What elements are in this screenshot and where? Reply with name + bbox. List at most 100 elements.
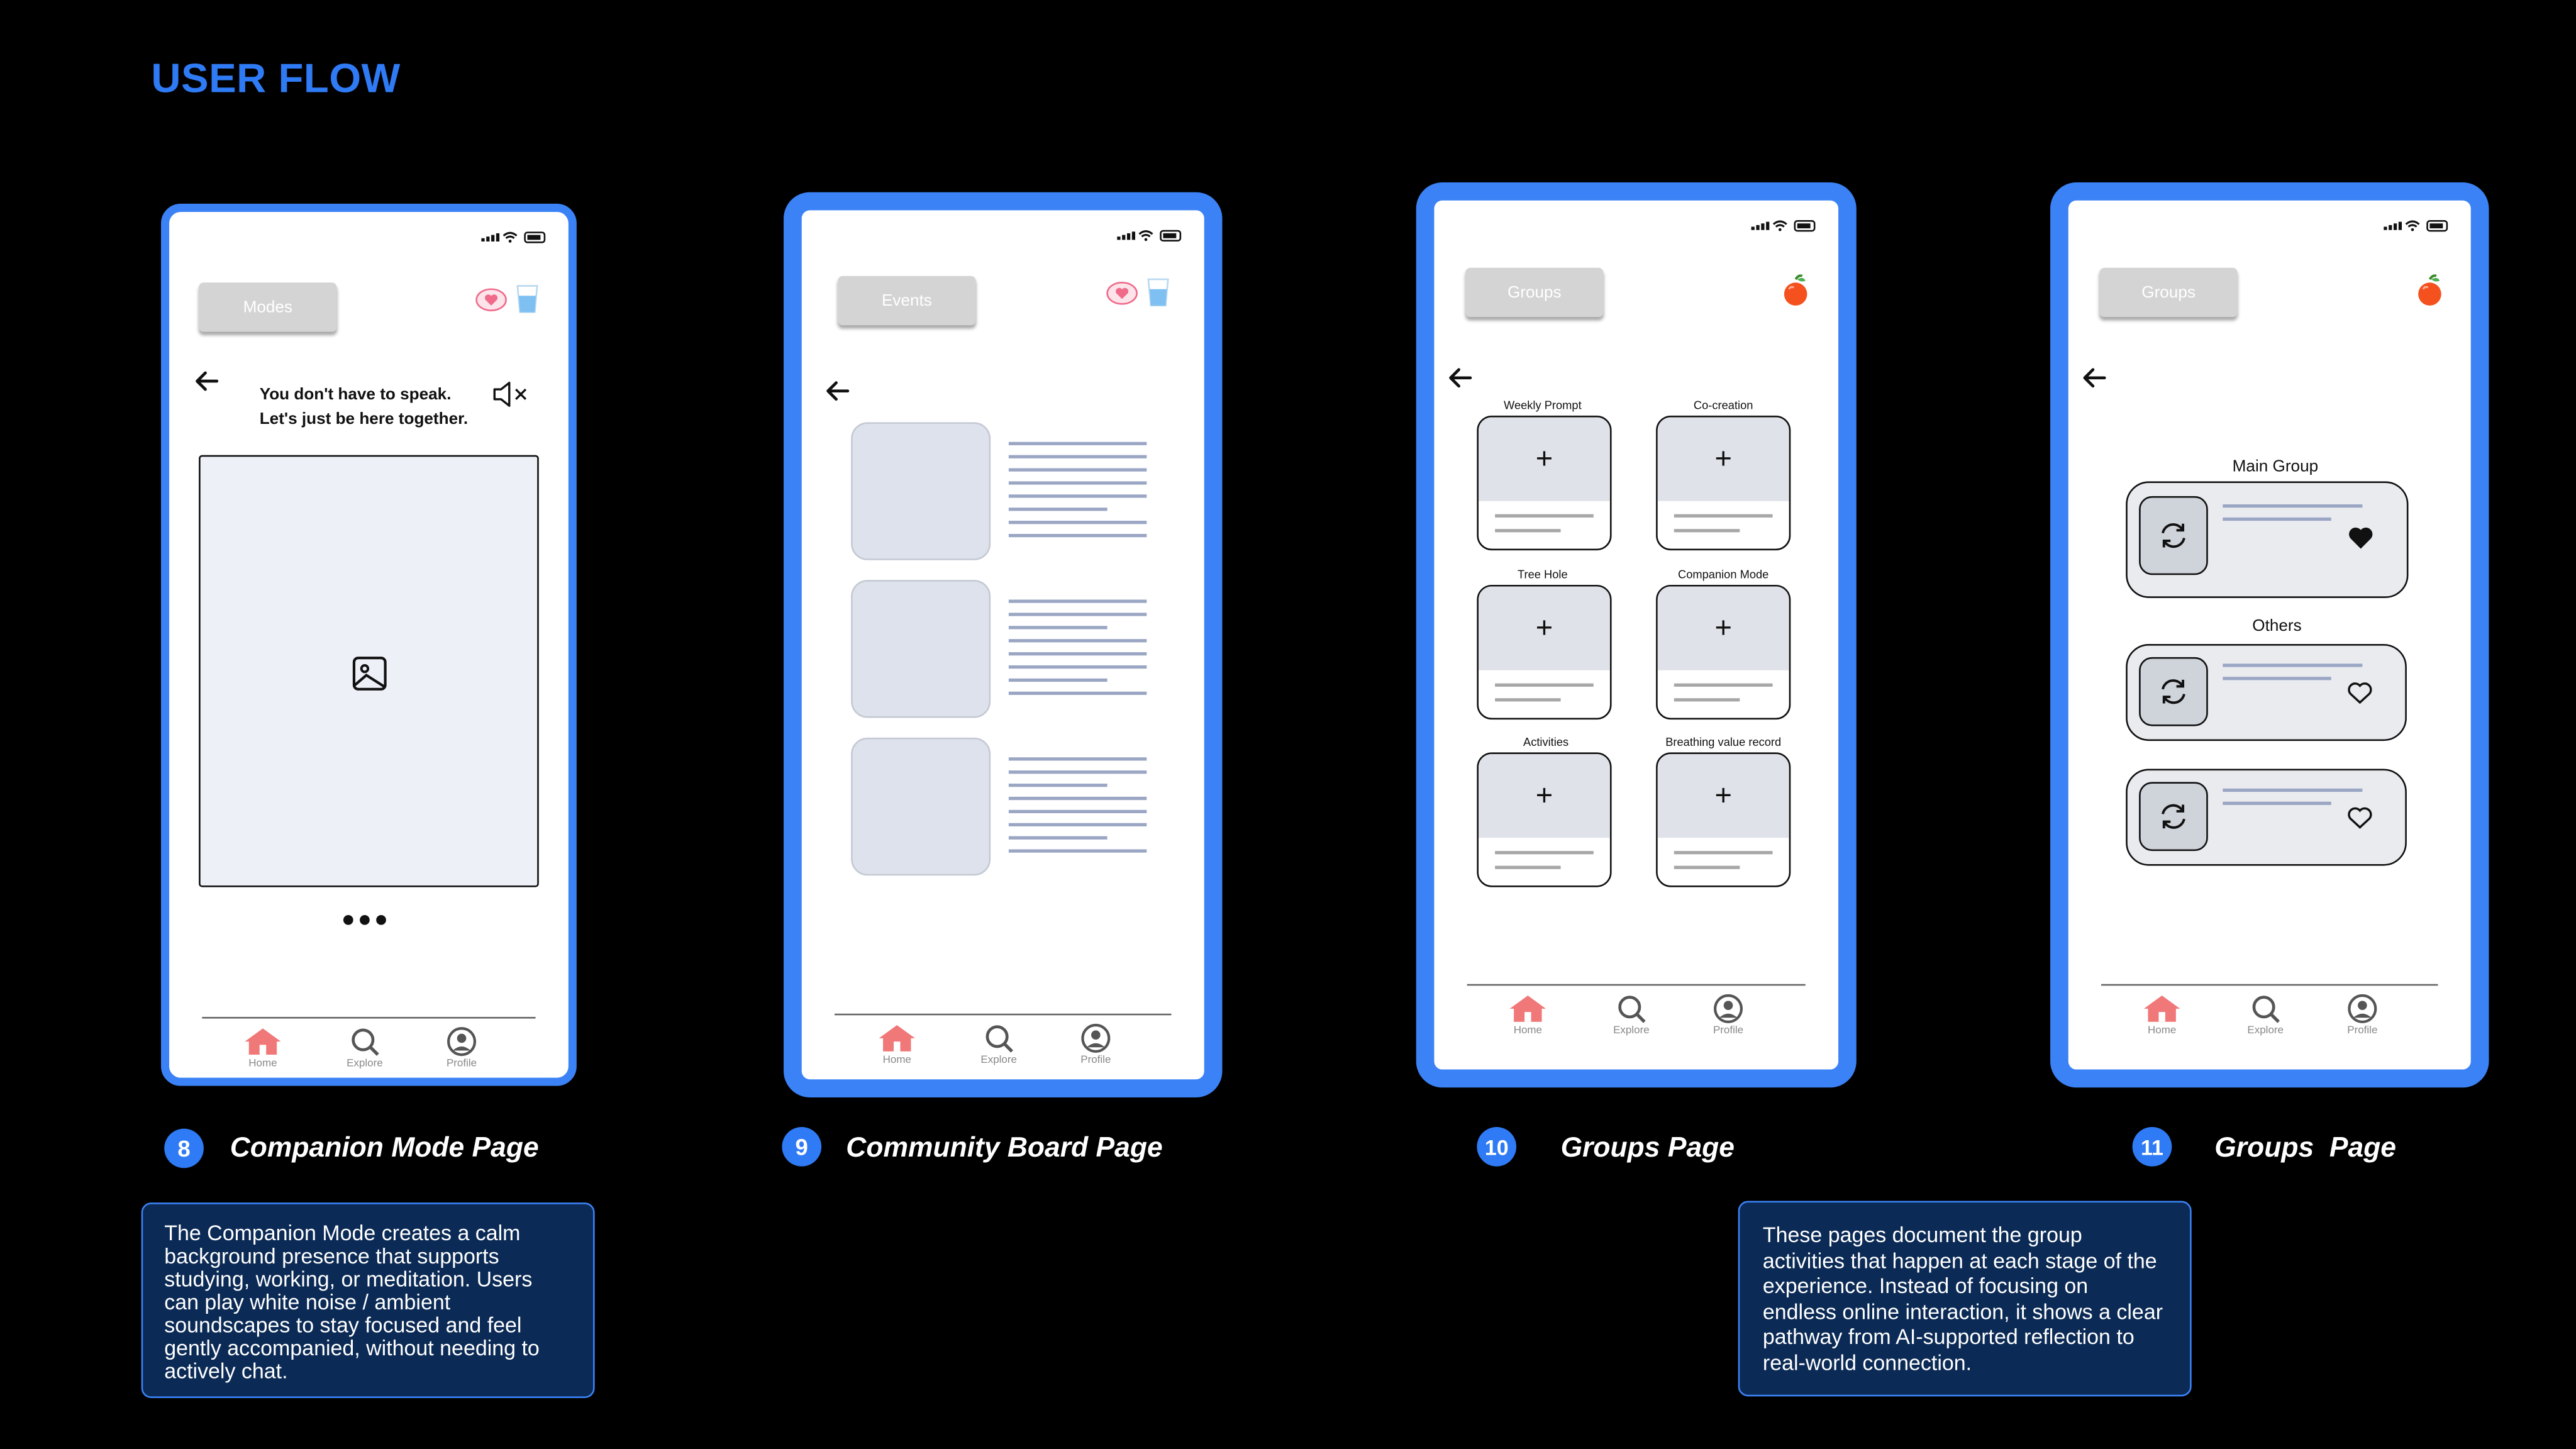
- nav-profile[interactable]: Profile: [2329, 994, 2395, 1036]
- nav-explore[interactable]: Explore: [2233, 994, 2298, 1036]
- signal-icon: [1117, 231, 1136, 240]
- search-icon: [1618, 996, 1646, 1023]
- signal-icon: [1751, 221, 1770, 230]
- phone-community-board: Events Home Explore Profile: [784, 192, 1223, 1097]
- card-label-co-creation: Co-creation: [1693, 401, 1753, 413]
- water-glass-icon[interactable]: [516, 284, 539, 314]
- step-title-groups: Groups Page: [1560, 1131, 1735, 1163]
- groups-chip[interactable]: Groups: [2099, 267, 2238, 318]
- companion-description: The Companion Mode creates a calm backgr…: [141, 1202, 595, 1398]
- sync-icon: [2162, 679, 2185, 704]
- nav-explore[interactable]: Explore: [332, 1027, 397, 1070]
- nav-home-label: Home: [2148, 1025, 2177, 1037]
- back-arrow-icon[interactable]: [194, 368, 220, 394]
- image-icon: [352, 657, 387, 691]
- event-image-1[interactable]: [851, 422, 991, 560]
- wifi-icon: [502, 231, 518, 243]
- step-title-groups-2: Groups Page: [2214, 1131, 2396, 1163]
- other-group-card-1[interactable]: [2126, 643, 2407, 741]
- mute-icon[interactable]: [491, 379, 531, 409]
- nav-profile[interactable]: Profile: [1063, 1023, 1128, 1066]
- heart-chat-icon[interactable]: [1106, 281, 1138, 308]
- groups-chip[interactable]: Groups: [1465, 267, 1604, 318]
- nav-divider: [834, 1013, 1172, 1016]
- back-arrow-icon[interactable]: [1447, 365, 1474, 391]
- groups-description: These pages document the group activitie…: [1738, 1201, 2192, 1397]
- heart-outline-icon[interactable]: [2348, 682, 2372, 705]
- signal-icon: [481, 233, 500, 242]
- event-text-3: [1008, 757, 1147, 862]
- nav-home-label: Home: [882, 1055, 911, 1067]
- companion-message: You don't have to speak. Let's just be h…: [260, 383, 468, 432]
- wifi-icon: [1138, 230, 1153, 242]
- media-placeholder[interactable]: [199, 455, 539, 887]
- nav-profile[interactable]: Profile: [1696, 994, 1761, 1036]
- nav-home[interactable]: Home: [864, 1023, 930, 1066]
- card-weekly-prompt[interactable]: +: [1477, 415, 1612, 551]
- nav-home[interactable]: Home: [1495, 994, 1560, 1036]
- nav-explore-label: Explore: [347, 1058, 383, 1070]
- plus-icon: +: [1478, 586, 1610, 670]
- apple-icon[interactable]: [1781, 274, 1811, 307]
- status-bar: [481, 231, 546, 243]
- home-icon: [2143, 995, 2180, 1022]
- profile-icon: [2348, 994, 2377, 1023]
- home-icon: [245, 1028, 281, 1055]
- nav-divider: [2101, 984, 2438, 986]
- search-icon: [352, 1028, 379, 1056]
- card-label-weekly-prompt: Weekly Prompt: [1504, 401, 1582, 413]
- sync-icon-container: [2139, 496, 2208, 575]
- card-label-breathing-value-record: Breathing value record: [1665, 737, 1782, 750]
- back-arrow-icon[interactable]: [824, 378, 851, 404]
- step-badge-10: 10: [1477, 1126, 1517, 1167]
- sync-icon: [2162, 804, 2185, 829]
- event-image-2[interactable]: [851, 580, 991, 718]
- other-group-card-2[interactable]: [2126, 769, 2407, 866]
- nav-profile[interactable]: Profile: [429, 1027, 494, 1070]
- more-dots-icon[interactable]: [343, 914, 386, 925]
- event-text-1: [1008, 441, 1147, 547]
- sync-icon: [2162, 523, 2185, 548]
- heart-outline-icon[interactable]: [2348, 807, 2372, 830]
- message-line-2: Let's just be here together.: [259, 411, 469, 429]
- nav-home-label: Home: [248, 1058, 277, 1070]
- heart-chat-icon[interactable]: [475, 287, 508, 314]
- card-breathing-value-record[interactable]: +: [1656, 752, 1791, 887]
- apple-icon[interactable]: [2415, 274, 2445, 307]
- nav-profile-label: Profile: [2347, 1025, 2378, 1037]
- profile-icon: [1081, 1023, 1111, 1053]
- card-co-creation[interactable]: +: [1656, 415, 1791, 551]
- nav-home[interactable]: Home: [230, 1027, 296, 1070]
- events-chip[interactable]: Events: [838, 275, 976, 326]
- nav-profile-label: Profile: [1713, 1025, 1744, 1037]
- battery-icon: [1794, 220, 1816, 232]
- step-badge-8: 8: [164, 1128, 204, 1169]
- status-bar: [1751, 220, 1816, 232]
- nav-divider: [202, 1016, 536, 1019]
- battery-icon: [1160, 230, 1182, 242]
- plus-icon: +: [1478, 753, 1610, 838]
- event-image-3[interactable]: [851, 737, 991, 876]
- water-glass-icon[interactable]: [1146, 277, 1170, 307]
- nav-home[interactable]: Home: [2129, 994, 2194, 1036]
- card-activities[interactable]: +: [1477, 752, 1612, 887]
- nav-profile-label: Profile: [1080, 1055, 1111, 1067]
- main-group-label: Main Group: [2232, 458, 2319, 477]
- card-companion-mode[interactable]: +: [1656, 584, 1791, 720]
- back-arrow-icon[interactable]: [2082, 365, 2108, 391]
- plus-icon: +: [1657, 753, 1789, 838]
- heart-filled-icon[interactable]: [2348, 526, 2374, 550]
- phone-companion-mode: Modes You don't have to speak. Let's jus…: [160, 203, 577, 1086]
- phone-groups-list: Groups Main Group Others Home: [2050, 182, 2489, 1088]
- phone-groups: Groups Weekly Prompt + Co-creation + Tre…: [1416, 182, 1857, 1088]
- profile-icon: [447, 1027, 477, 1057]
- nav-explore[interactable]: Explore: [1599, 994, 1664, 1036]
- nav-divider: [1467, 984, 1806, 986]
- card-tree-hole[interactable]: +: [1477, 584, 1612, 720]
- main-group-card[interactable]: [2126, 481, 2409, 598]
- status-bar: [1117, 230, 1182, 242]
- sync-icon-container: [2139, 782, 2208, 852]
- plus-icon: +: [1657, 417, 1789, 501]
- modes-chip[interactable]: Modes: [199, 282, 337, 332]
- nav-explore[interactable]: Explore: [966, 1023, 1031, 1066]
